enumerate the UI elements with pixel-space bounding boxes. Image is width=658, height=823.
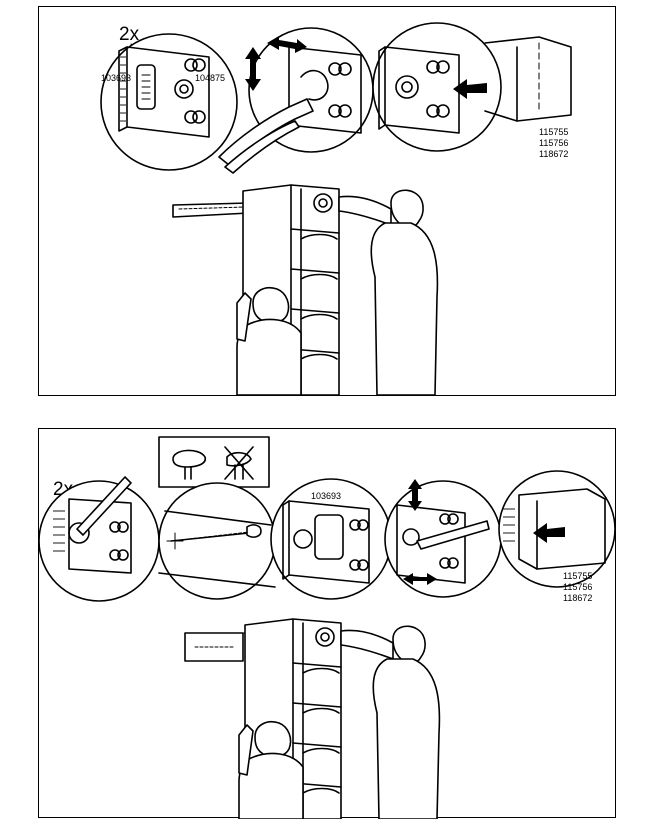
wall-code-1: 115755 — [539, 127, 568, 137]
screw-detail-circle — [158, 482, 276, 600]
part-number-nut: 104875 — [195, 73, 225, 83]
quantity-label: 2x — [119, 24, 140, 45]
adjust-detail-circle — [218, 27, 374, 174]
wall-code-bottom-1: 115755 — [563, 571, 592, 581]
kneeling-person-bottom — [238, 721, 304, 819]
step-panel-bottom: 2x 103693 — [38, 428, 616, 819]
bracket-detail-circle: 103693 104875 — [100, 33, 238, 171]
kneeling-person — [236, 287, 302, 396]
screw-type-legend — [158, 436, 270, 488]
part-number-cam-bottom: 103693 — [311, 491, 341, 501]
drill-detail-circle — [39, 476, 160, 602]
wrong-screw-icon — [224, 446, 254, 480]
step-illustration-top: 2x 103693 104875 — [100, 22, 572, 396]
hang-detail-circle — [372, 22, 502, 152]
hang-detail-circle-bottom — [498, 470, 616, 588]
standing-person — [338, 189, 439, 396]
correct-screw-icon — [172, 449, 207, 480]
step-illustration-bottom: 2x 103693 — [39, 436, 616, 819]
wall-code-bottom-3: 118672 — [563, 593, 592, 603]
wall-code-3: 118672 — [539, 149, 568, 159]
wall-corner — [484, 36, 572, 122]
standing-person-bottom — [340, 625, 441, 819]
cam-detail-circle: 103693 — [270, 478, 392, 600]
step-panel-top: 2x 103693 104875 — [38, 6, 616, 396]
wall-code-bottom-2: 115756 — [563, 582, 592, 592]
wall-code-2: 115756 — [539, 138, 568, 148]
part-number-cam: 103693 — [101, 73, 131, 83]
adjust-detail-circle-bottom — [384, 479, 502, 598]
